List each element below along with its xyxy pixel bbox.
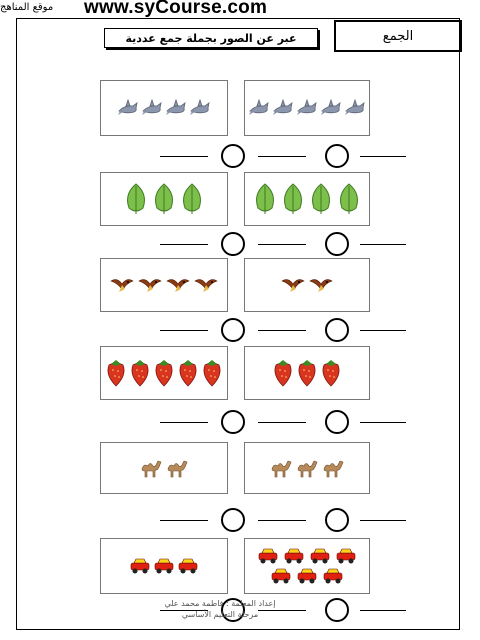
car-icon [309, 547, 331, 565]
footer-line-1: إعداد المعلمة : فاطمة محمد علي [164, 599, 276, 608]
picture-box-right-6 [244, 538, 370, 594]
shark-icon [248, 97, 270, 119]
car-icon [153, 557, 175, 575]
picture-box-left-4 [100, 346, 228, 400]
operator-circle-1-5[interactable] [221, 508, 245, 532]
operator-circle-2-1[interactable] [325, 144, 349, 168]
strawberry-icon [296, 359, 318, 387]
leaf-icon [252, 182, 278, 216]
operator-circle-1-6[interactable] [221, 598, 245, 622]
camel-icon [321, 457, 345, 479]
answer-blank-right-5[interactable] [360, 520, 406, 521]
instruction-box: عبر عن الصور بجملة جمع عددية [104, 28, 318, 48]
answer-blank-right-4[interactable] [360, 422, 406, 423]
camel-icon [165, 457, 189, 479]
answer-blank-right-2[interactable] [360, 244, 406, 245]
answer-blank-left-4[interactable] [160, 422, 208, 423]
answer-blank-left-1[interactable] [160, 156, 208, 157]
picture-box-right-1 [244, 80, 370, 136]
operator-circle-2-4[interactable] [325, 410, 349, 434]
car-icon [335, 547, 357, 565]
strawberry-icon [177, 359, 199, 387]
picture-box-right-5 [244, 442, 370, 494]
operator-circle-2-2[interactable] [325, 232, 349, 256]
leaf-icon [308, 182, 334, 216]
picture-box-left-1 [100, 80, 228, 136]
picture-box-left-6 [100, 538, 228, 594]
shark-icon [344, 97, 366, 119]
footer-credit: إعداد المعلمة : فاطمة محمد علي مرحلة الت… [150, 598, 290, 620]
site-header: www.syCourse.com موقع المناهج [0, 0, 290, 18]
shark-icon [117, 97, 139, 119]
car-icon [129, 557, 151, 575]
picture-box-right-2 [244, 172, 370, 226]
answer-blank-middle-4[interactable] [258, 422, 306, 423]
bird-icon [137, 275, 163, 295]
answer-blank-right-1[interactable] [360, 156, 406, 157]
answer-blank-left-6[interactable] [160, 610, 208, 611]
car-icon [296, 567, 318, 585]
picture-box-left-3 [100, 258, 228, 312]
picture-box-left-2 [100, 172, 228, 226]
leaf-icon [123, 182, 149, 216]
camel-icon [139, 457, 163, 479]
leaf-icon [336, 182, 362, 216]
operator-circle-2-5[interactable] [325, 508, 349, 532]
shark-icon [141, 97, 163, 119]
bird-icon [165, 275, 191, 295]
car-icon [177, 557, 199, 575]
answer-blank-left-2[interactable] [160, 244, 208, 245]
leaf-icon [179, 182, 205, 216]
operator-circle-1-1[interactable] [221, 144, 245, 168]
shark-icon [189, 97, 211, 119]
car-icon [270, 567, 292, 585]
operator-circle-1-2[interactable] [221, 232, 245, 256]
strawberry-icon [153, 359, 175, 387]
operator-circle-1-4[interactable] [221, 410, 245, 434]
strawberry-icon [272, 359, 294, 387]
car-icon [283, 547, 305, 565]
operator-circle-2-3[interactable] [325, 318, 349, 342]
strawberry-icon [105, 359, 127, 387]
car-icon [257, 547, 279, 565]
worksheet-title: الجمع [334, 20, 462, 52]
leaf-icon [151, 182, 177, 216]
answer-blank-right-6[interactable] [360, 610, 406, 611]
bird-icon [280, 275, 306, 295]
picture-box-right-3 [244, 258, 370, 312]
picture-box-left-5 [100, 442, 228, 494]
answer-blank-left-3[interactable] [160, 330, 208, 331]
answer-blank-middle-5[interactable] [258, 520, 306, 521]
answer-blank-middle-6[interactable] [258, 610, 306, 611]
camel-icon [295, 457, 319, 479]
bird-icon [308, 275, 334, 295]
footer-line-2: مرحلة التعليم الأساسي [181, 610, 259, 619]
strawberry-icon [320, 359, 342, 387]
shark-icon [296, 97, 318, 119]
operator-circle-1-3[interactable] [221, 318, 245, 342]
leaf-icon [280, 182, 306, 216]
worksheet-frame [16, 18, 460, 630]
site-url[interactable]: www.syCourse.com [84, 0, 268, 18]
operator-circle-2-6[interactable] [325, 598, 349, 622]
bird-icon [193, 275, 219, 295]
car-icon [322, 567, 344, 585]
answer-blank-right-3[interactable] [360, 330, 406, 331]
bird-icon [109, 275, 135, 295]
strawberry-icon [201, 359, 223, 387]
answer-blank-middle-1[interactable] [258, 156, 306, 157]
site-name: موقع المناهج [0, 2, 54, 13]
camel-icon [269, 457, 293, 479]
picture-box-right-4 [244, 346, 370, 400]
answer-blank-middle-2[interactable] [258, 244, 306, 245]
strawberry-icon [129, 359, 151, 387]
shark-icon [272, 97, 294, 119]
answer-blank-middle-3[interactable] [258, 330, 306, 331]
shark-icon [165, 97, 187, 119]
shark-icon [320, 97, 342, 119]
answer-blank-left-5[interactable] [160, 520, 208, 521]
